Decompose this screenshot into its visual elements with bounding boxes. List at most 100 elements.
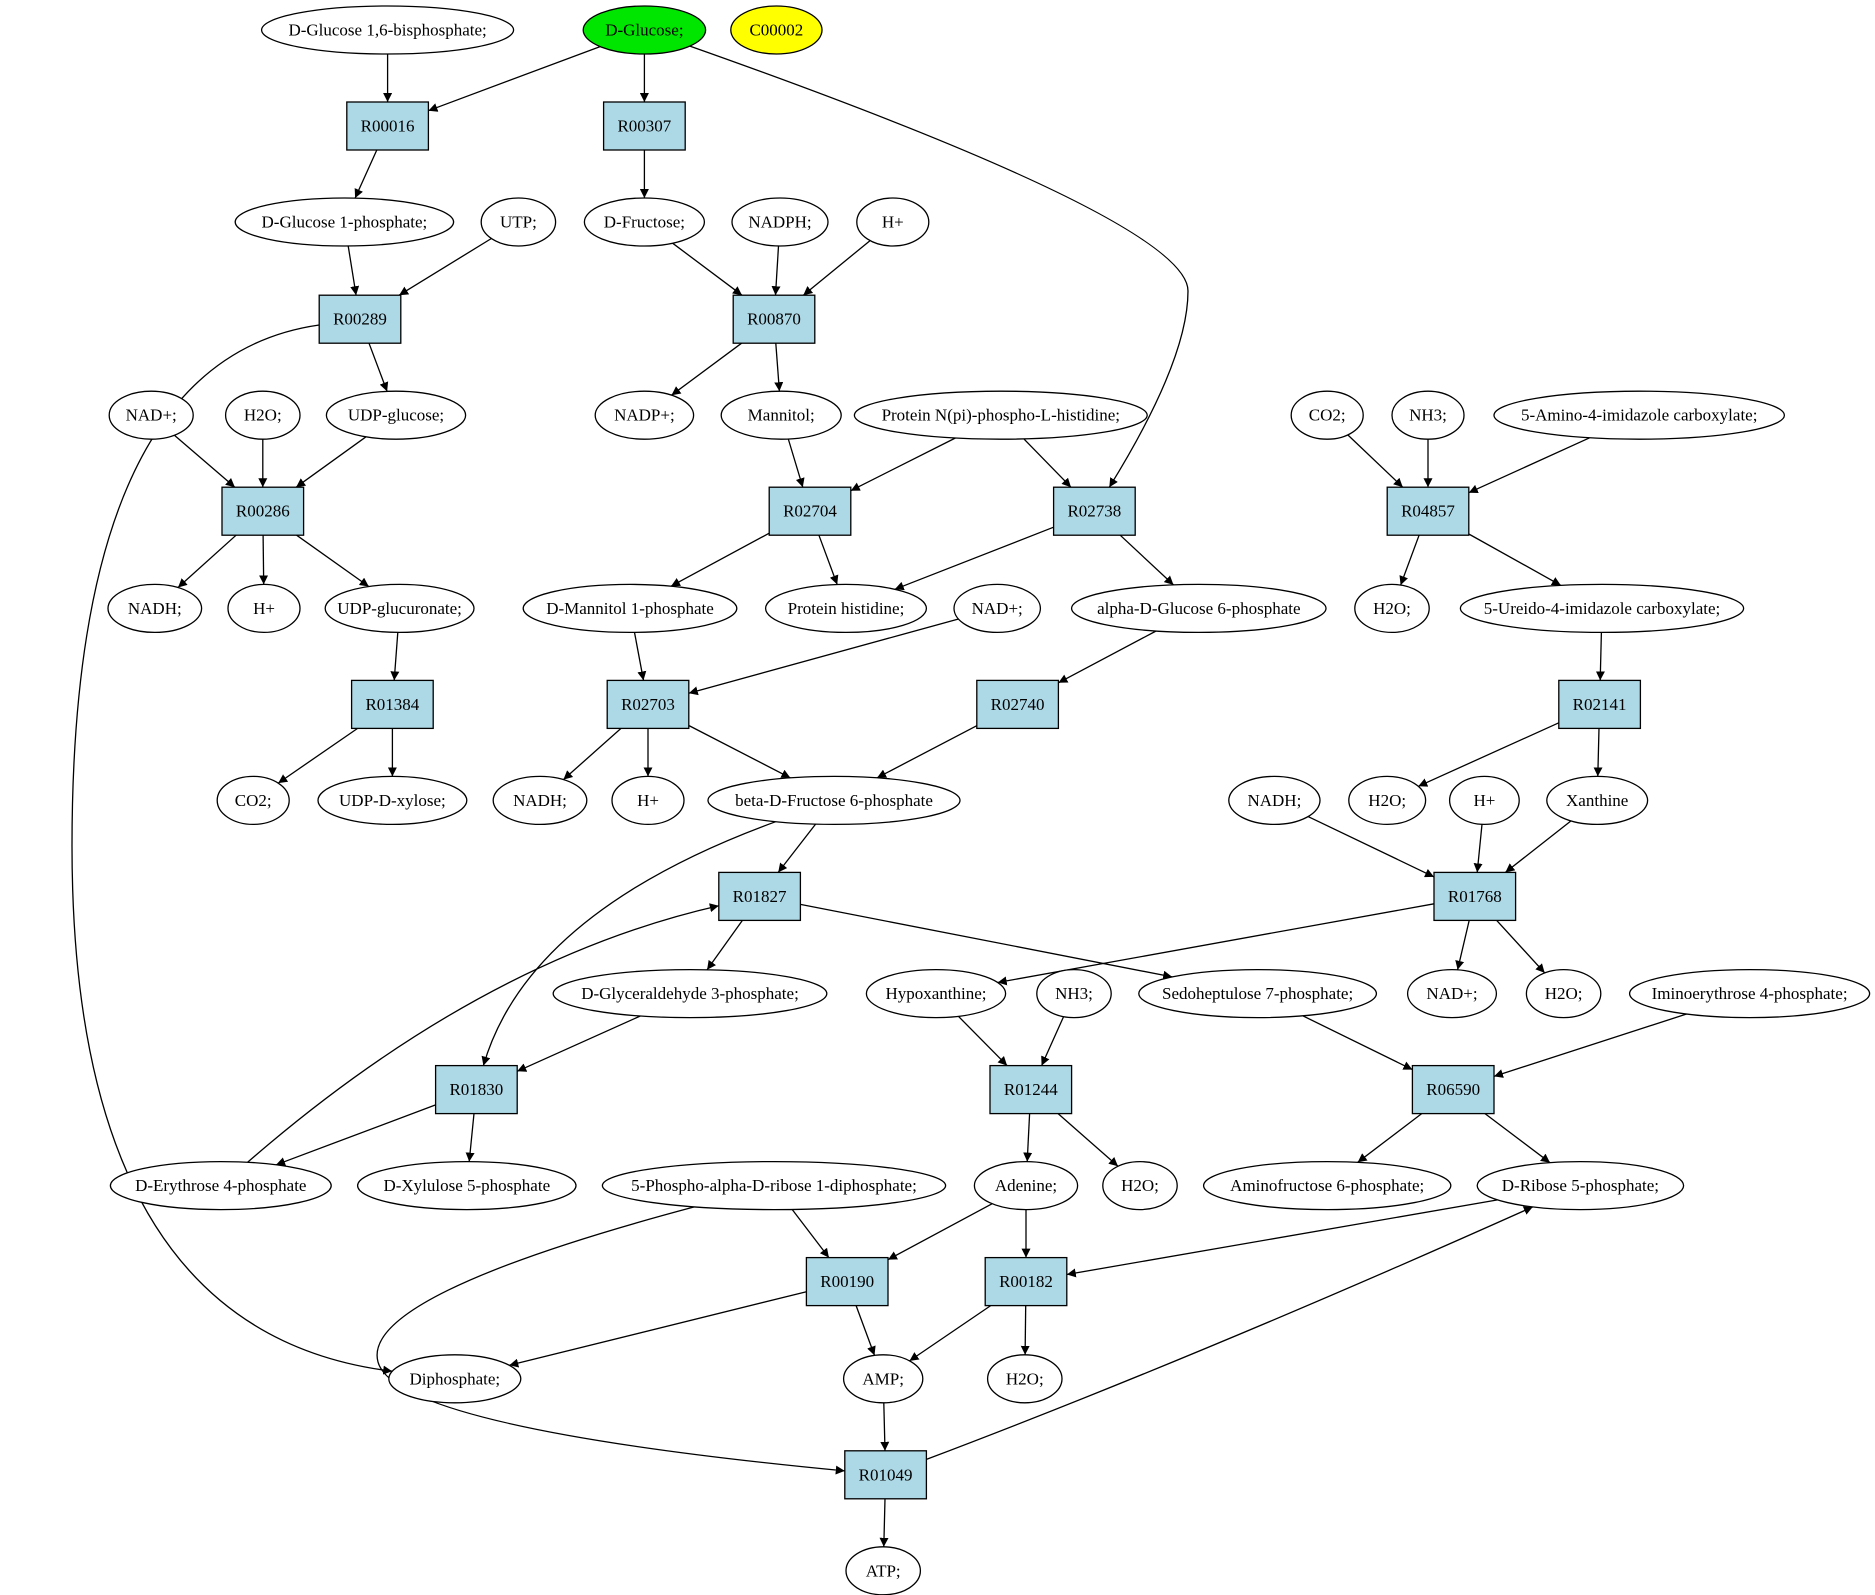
- edge-arrow: [295, 436, 367, 488]
- node-label: H+: [882, 213, 904, 232]
- compound-node-n-prpp: 5-Phospho-alpha-D-ribose 1-diphosphate;: [601, 1160, 947, 1211]
- edge-arrow: [926, 1206, 1534, 1461]
- reaction-node-r-r01384: R01384: [350, 679, 434, 730]
- compound-node-n-h2o1: H2O;: [224, 390, 301, 440]
- compound-ellipse: [1448, 775, 1520, 826]
- edge-arrow: [1302, 1015, 1413, 1071]
- compound-ellipse: [1546, 775, 1649, 826]
- edge-arrow: [802, 240, 871, 296]
- edge-arrow: [774, 343, 784, 392]
- compound-ellipse: [764, 583, 928, 634]
- compound-ellipse: [388, 1354, 522, 1404]
- node-label: NH3;: [1409, 406, 1447, 425]
- compound-ellipse: [108, 390, 194, 440]
- edge-arrow: [1020, 1305, 1030, 1355]
- edge-arrow: [71, 324, 393, 1375]
- reaction-node-r-r00289: R00289: [318, 294, 402, 344]
- node-label: NADH;: [1247, 791, 1301, 810]
- reaction-box: [732, 294, 816, 344]
- node-label: 5-Phospho-alpha-D-ribose 1-diphosphate;: [631, 1176, 917, 1195]
- node-label: Iminoerythrose 4-phosphate;: [1652, 984, 1848, 1003]
- compound-node-n-hplus3: H+: [611, 775, 685, 826]
- compound-ellipse: [1202, 1160, 1452, 1211]
- edge-arrow: [1593, 728, 1603, 777]
- edge-arrow: [876, 725, 978, 779]
- compound-node-n-co2a: CO2;: [1290, 390, 1364, 440]
- compound-ellipse: [1476, 1160, 1685, 1211]
- reaction-box: [844, 1450, 928, 1500]
- compound-node-n-amp: AMP;: [842, 1354, 924, 1404]
- node-label: Protein N(pi)-phospho-L-histidine;: [882, 406, 1120, 425]
- compound-ellipse: [730, 5, 823, 55]
- node-label: R01384: [365, 695, 419, 714]
- reaction-node-r-r01768: R01768: [1433, 871, 1517, 922]
- node-label: CO2;: [1309, 406, 1346, 425]
- edge-arrow: [1595, 632, 1605, 681]
- edge-arrow: [516, 1015, 641, 1072]
- reaction-node-r-r06590: R06590: [1411, 1064, 1495, 1115]
- reaction-node-r-r02703: R02703: [606, 679, 690, 730]
- node-label: D-Fructose;: [604, 213, 685, 232]
- reaction-box: [805, 1256, 889, 1307]
- reaction-node-r-r02738: R02738: [1052, 486, 1136, 536]
- compound-node-n-adenine: Adenine;: [973, 1160, 1079, 1211]
- compound-ellipse: [1290, 390, 1364, 440]
- reaction-box: [989, 1064, 1073, 1115]
- edge-arrow: [368, 342, 389, 392]
- node-label: Hypoxanthine;: [885, 984, 986, 1003]
- compound-node-n-co2b: CO2;: [216, 775, 290, 826]
- reaction-node-r-r01049: R01049: [844, 1450, 928, 1500]
- compound-node-n-fructose: D-Fructose;: [583, 197, 706, 247]
- node-label: beta-D-Fructose 6-phosphate: [735, 791, 933, 810]
- compound-node-n-ag6p: alpha-D-Glucose 6-phosphate: [1070, 583, 1327, 634]
- node-label: Aminofructose 6-phosphate;: [1230, 1176, 1424, 1195]
- reaction-box: [1052, 486, 1136, 536]
- reaction-box: [1558, 679, 1642, 730]
- edge-arrow: [672, 242, 743, 296]
- compound-ellipse: [552, 968, 828, 1019]
- edge-arrow: [354, 149, 378, 199]
- edge-arrow: [1418, 722, 1560, 787]
- edge-arrow: [277, 727, 358, 784]
- reaction-node-r-r00182: R00182: [984, 1256, 1068, 1307]
- node-label: Mannitol;: [748, 406, 815, 425]
- compound-node-n-nadp3: NAD+;: [1406, 968, 1498, 1019]
- edge-arrow: [376, 1206, 845, 1475]
- reaction-node-r-r02740: R02740: [976, 679, 1060, 730]
- compound-ellipse: [325, 390, 467, 440]
- compound-node-n-nadp1: NAD+;: [108, 390, 194, 440]
- compound-ellipse: [260, 5, 515, 55]
- compound-node-n-nh3b: NH3;: [1036, 968, 1112, 1019]
- reaction-node-r-r00286: R00286: [221, 486, 305, 536]
- compound-ellipse: [601, 1160, 947, 1211]
- compound-node-n-nh3a: NH3;: [1391, 390, 1465, 440]
- reaction-node-r-r00870: R00870: [732, 294, 816, 344]
- node-label: Diphosphate;: [409, 1369, 500, 1388]
- edge-arrow: [259, 535, 269, 585]
- edge-arrow: [706, 920, 743, 971]
- reaction-node-r-r00016: R00016: [346, 101, 430, 151]
- compound-ellipse: [1138, 968, 1378, 1019]
- reaction-node-r-r00307: R00307: [602, 101, 686, 151]
- compound-node-n-mannitol: Mannitol;: [720, 390, 842, 440]
- compound-node-n-nadp2: NAD+;: [953, 583, 1042, 634]
- compound-ellipse: [480, 197, 557, 247]
- reaction-box: [221, 486, 305, 536]
- compound-node-n-hplus4: H+: [1448, 775, 1520, 826]
- node-label: 5-Ureido-4-imidazole carboxylate;: [1484, 599, 1720, 618]
- compound-node-n-g16bp: D-Glucose 1,6-bisphosphate;: [260, 5, 515, 55]
- compound-node-n-udpglcua: UDP-glucuronate;: [324, 583, 475, 634]
- edge-arrow: [957, 1015, 1008, 1067]
- edge-arrow: [909, 1305, 992, 1362]
- edge-arrow: [688, 618, 959, 696]
- reaction-box: [318, 294, 402, 344]
- edge-arrow: [1057, 1113, 1119, 1167]
- reaction-box: [984, 1256, 1068, 1307]
- reaction-node-r-r00190: R00190: [805, 1256, 889, 1307]
- node-label: D-Glucose 1-phosphate;: [262, 213, 428, 232]
- compound-node-n-g1p: D-Glucose 1-phosphate;: [234, 197, 455, 247]
- compound-node-n-nadh2: NADH;: [492, 775, 588, 826]
- compound-node-n-aica: 5-Amino-4-imidazole carboxylate;: [1493, 390, 1786, 440]
- edge-arrow: [1496, 919, 1546, 974]
- edge-arrow: [818, 534, 839, 585]
